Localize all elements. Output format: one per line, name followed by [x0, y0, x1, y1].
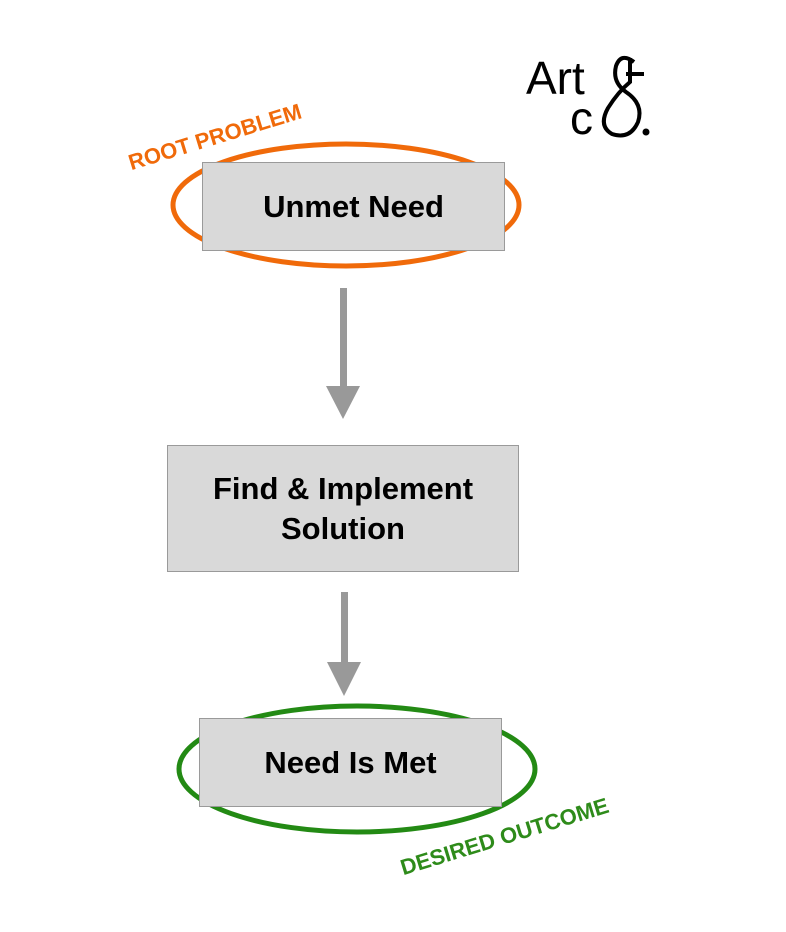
node-unmet-need-label: Unmet Need [263, 188, 444, 224]
arrow-1 [326, 288, 360, 419]
arrow-2 [327, 592, 361, 696]
node-need-met: Need Is Met [199, 718, 502, 807]
svg-text:c: c [570, 92, 593, 144]
node-need-met-label: Need Is Met [264, 744, 437, 780]
node-find-implement-line1: Find & Implement [212, 470, 474, 506]
art-of-co-logo: Art c [526, 52, 650, 144]
root-problem-ellipse [170, 141, 522, 269]
node-find-implement: Find & Implement Solution [167, 445, 519, 572]
node-unmet-need: Unmet Need [202, 162, 505, 251]
node-find-implement-line2: Solution [281, 510, 405, 546]
desired-outcome-ellipse [176, 703, 538, 835]
svg-text:Art: Art [526, 52, 585, 104]
